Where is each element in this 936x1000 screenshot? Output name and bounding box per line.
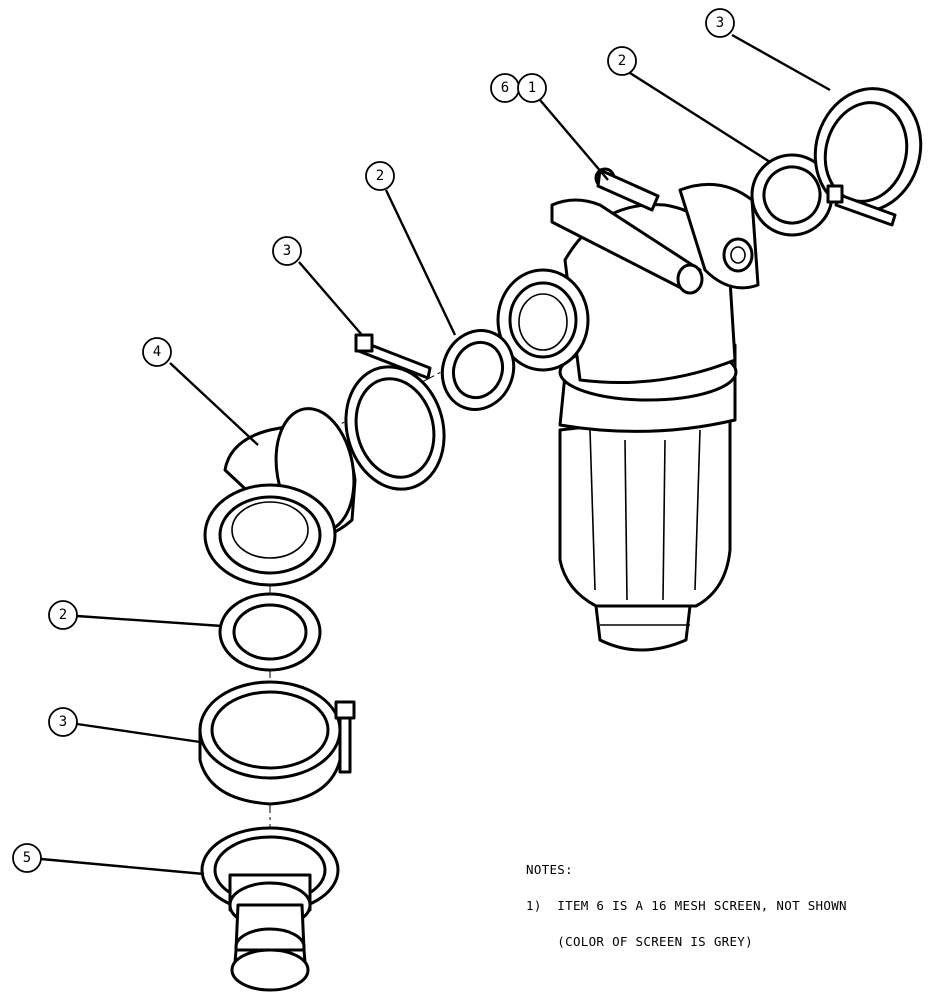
gasket-lower (218, 592, 322, 672)
balloon-3-top-label: 3 (716, 15, 724, 31)
balloon-2-mid-label: 2 (376, 168, 384, 184)
leader-lines (40, 33, 831, 876)
balloon-5-label: 5 (23, 850, 31, 866)
balloon-4-label: 4 (153, 344, 161, 360)
balloon-3-mid-label: 3 (283, 243, 291, 259)
balloon-1-label: 1 (528, 80, 536, 96)
filter-body (496, 167, 760, 652)
item-balloon-4: 4 (142, 337, 172, 367)
hose-barb-adapter (200, 826, 340, 992)
notes-line-1: 1) ITEM 6 IS A 16 MESH SCREEN, NOT SHOWN (526, 898, 847, 913)
item-balloon-2-low: 2 (48, 600, 78, 630)
balloon-3-low-label: 3 (59, 714, 67, 730)
item-balloon-3-top: 3 (705, 8, 735, 38)
item-balloon-6: 6 (490, 73, 520, 103)
item-balloon-2-mid: 2 (365, 161, 395, 191)
item-balloon-2-top: 2 (607, 46, 637, 76)
item-balloon-3-low: 3 (48, 707, 78, 737)
balloon-6-label: 6 (501, 80, 509, 96)
clamp-lower (198, 680, 356, 806)
item-balloon-1: 1 (517, 73, 547, 103)
notes-block: NOTES: 1) ITEM 6 IS A 16 MESH SCREEN, NO… (526, 840, 847, 960)
item-balloon-3-mid: 3 (272, 236, 302, 266)
elbow-fitting (203, 407, 357, 587)
balloon-2-low-label: 2 (59, 607, 67, 623)
gasket-middle (440, 329, 516, 411)
gasket-top-right (750, 153, 834, 237)
item-balloon-5: 5 (12, 843, 42, 873)
notes-line-2: (COLOR OF SCREEN IS GREY) (526, 934, 753, 949)
notes-heading: NOTES: (526, 862, 573, 877)
clamp-top-right (813, 87, 923, 227)
balloon-2-top-label: 2 (618, 53, 626, 69)
clamp-middle (344, 333, 446, 491)
